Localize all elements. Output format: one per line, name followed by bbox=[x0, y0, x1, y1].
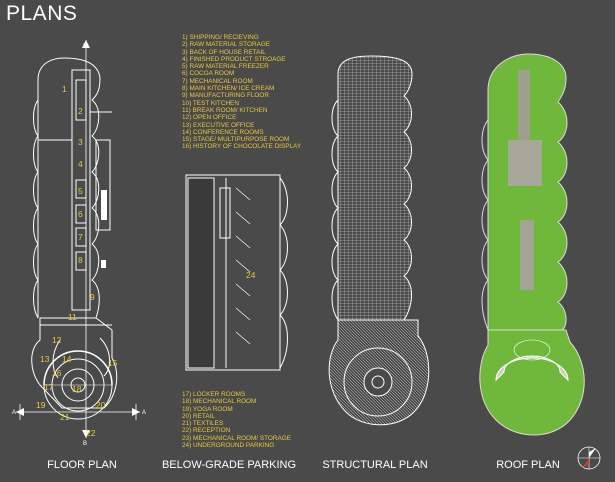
section-mark-b-bottom: B bbox=[83, 441, 87, 447]
section-mark-a-right: A bbox=[142, 410, 146, 416]
legend-item: 5) RAW MATERIAL FREEZER bbox=[182, 63, 269, 71]
structural-plan bbox=[328, 55, 430, 426]
legend-item: 22) RECEPTION bbox=[182, 427, 231, 435]
room-number: 9 bbox=[90, 292, 95, 302]
structural-plan-label: STRUCTURAL PLAN bbox=[322, 459, 428, 471]
floor-plan-podium bbox=[31, 317, 118, 409]
room-number: 15 bbox=[108, 358, 118, 368]
room-number: 14 bbox=[62, 354, 72, 364]
room-number: 3 bbox=[78, 137, 83, 147]
room-number: 8 bbox=[78, 255, 83, 265]
room-legend-upper: 1) SHIPPING/ RECIEVING 2) RAW MATERIAL S… bbox=[182, 34, 301, 151]
room-number: 20 bbox=[96, 400, 106, 410]
room-number: 17 bbox=[44, 382, 54, 392]
legend-item: 16) HISTORY OF CHOCOLATE DISPLAY bbox=[182, 143, 302, 151]
legend-item: 21) TEXTILES bbox=[182, 420, 224, 428]
legend-item: 14) CONFERENCE ROOMS bbox=[182, 128, 264, 136]
floor-plan-tower-outline bbox=[37, 57, 101, 319]
legend-item: 11) BREAK ROOM/ KITCHEN bbox=[182, 106, 268, 114]
room-number: 5 bbox=[78, 186, 83, 196]
structural-tower bbox=[337, 55, 413, 321]
legend-item: 12) OPEN OFFICE bbox=[182, 114, 237, 122]
roof-podium bbox=[479, 329, 585, 436]
room-number: 4 bbox=[78, 159, 83, 169]
legend-item: 19) YOGA ROOM bbox=[182, 405, 233, 413]
room-number: 12 bbox=[52, 335, 62, 345]
floor-plan-label: FLOOR PLAN bbox=[47, 459, 117, 471]
floor-plan bbox=[16, 40, 140, 438]
legend-item: 1) SHIPPING/ RECIEVING bbox=[182, 34, 259, 41]
page-title: PLANS bbox=[6, 2, 78, 25]
parking-plan bbox=[185, 174, 288, 371]
legend-item: 17) LOCKER ROOMS bbox=[182, 391, 246, 398]
legend-item: 23) MECHANICAL ROOM/ STORAGE bbox=[182, 434, 292, 442]
room-number: 2 bbox=[78, 106, 83, 116]
room-number: 13 bbox=[40, 354, 50, 364]
parking-plan-label: BELOW-GRADE PARKING bbox=[161, 459, 297, 471]
north-arrow-icon bbox=[577, 446, 601, 470]
section-mark-a-left: A bbox=[12, 410, 16, 416]
roof-plan-label: ROOF PLAN bbox=[496, 459, 560, 471]
legend-item: 15) STAGE/ MULTIPURPOSE ROOM bbox=[182, 136, 290, 144]
room-number: 18 bbox=[72, 384, 82, 394]
room-number: 19 bbox=[36, 400, 46, 410]
legend-item: 13) EXECUTIVE OFFICE bbox=[182, 121, 255, 129]
room-number: 7 bbox=[78, 232, 83, 242]
section-mark-b-top: B bbox=[83, 44, 87, 50]
room-number: 6 bbox=[78, 209, 83, 219]
legend-item: 9) MANUFACTURING FLOOR bbox=[182, 92, 269, 100]
legend-item: 6) COCOA ROOM bbox=[182, 70, 235, 78]
roof-tower bbox=[487, 53, 568, 331]
legend-item: 4) FINISHED PRODUCT STROAGE bbox=[182, 55, 286, 63]
room-number: 1 bbox=[62, 84, 67, 94]
legend-item: 8) MAIN KITCHEN/ ICE CREAM bbox=[182, 85, 275, 93]
legend-item: 24) UNDERGROUND PARKING bbox=[182, 442, 275, 450]
legend-item: 10) TEST KITCHEN bbox=[182, 99, 239, 107]
legend-item: 3) BACK OF HOUSE RETAIL bbox=[182, 48, 266, 56]
legend-item: 20) RETAIL bbox=[182, 412, 215, 420]
roof-plan bbox=[479, 53, 585, 436]
legend-item: 18) MECHANICAL ROOM bbox=[182, 398, 257, 406]
room-number: 11 bbox=[68, 312, 77, 322]
room-number: 24 bbox=[246, 270, 256, 280]
room-number: 16 bbox=[52, 368, 62, 378]
room-legend-lower: 17) LOCKER ROOMS 18) MECHANICAL ROOM 19)… bbox=[182, 391, 291, 449]
legend-item: 7) MECHANICAL ROOM bbox=[182, 77, 253, 85]
legend-item: 2) RAW MATERIAL STORAGE bbox=[182, 41, 271, 49]
room-number: 22 bbox=[86, 428, 96, 438]
room-number: 21 bbox=[60, 412, 70, 422]
